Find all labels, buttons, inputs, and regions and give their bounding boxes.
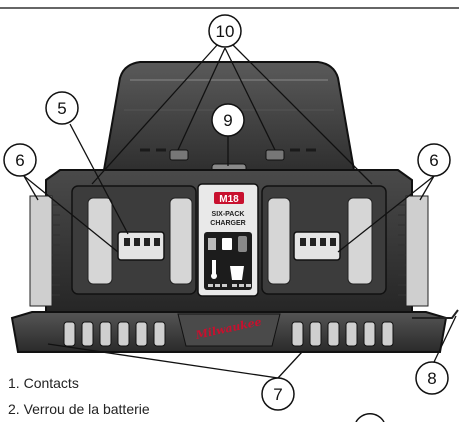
svg-text:6: 6: [15, 151, 24, 170]
legend-label-2: Verrou de la batterie: [23, 401, 150, 417]
svg-text:8: 8: [427, 369, 436, 388]
svg-text:7: 7: [273, 385, 282, 404]
model-line-2: CHARGER: [210, 220, 245, 227]
callout-10: 10: [208, 14, 242, 48]
side-rail-right: [405, 195, 429, 307]
callout-7: 7: [261, 377, 295, 411]
svg-text:9: 9: [223, 111, 232, 130]
legend-number-2: 2.: [8, 401, 20, 417]
temperature-icon: [212, 260, 216, 274]
release-tab-left: [169, 149, 189, 161]
power-cord: [412, 309, 459, 319]
svg-text:10: 10: [216, 22, 235, 41]
bay-slot-left-b: [169, 197, 193, 285]
callout-partial: [355, 413, 385, 422]
base-vents-right: [291, 321, 394, 347]
legend-item-1: 1. Contacts: [8, 375, 79, 391]
release-tab-right: [265, 149, 285, 161]
base-vents-left: [63, 321, 166, 347]
model-line-1: SIX-PACK: [212, 211, 245, 218]
bay-slot-right-b: [347, 197, 373, 285]
leader-lines: [23, 43, 457, 379]
callout-5: 5: [45, 91, 79, 125]
svg-text:5: 5: [57, 99, 66, 118]
model-badge: M18: [219, 194, 239, 205]
base-center-plate: [177, 313, 281, 347]
bay-slot-left-a: [87, 197, 113, 285]
callout-6-right: 6: [417, 143, 451, 177]
callout-8: 8: [415, 361, 449, 395]
bay-slot-right-a: [267, 197, 291, 285]
svg-text:6: 6: [429, 151, 438, 170]
led-row: [208, 284, 251, 287]
pack-icon: [230, 266, 244, 280]
legend-label-1: Contacts: [23, 375, 79, 391]
callout-9: 9: [211, 103, 245, 137]
legend-item-2: 2. Verrou de la batterie: [8, 401, 150, 417]
status-icon-bay: [208, 238, 216, 250]
callout-6-left: 6: [3, 143, 37, 177]
legend-number-1: 1.: [8, 375, 20, 391]
status-icon-battery: [238, 236, 247, 252]
status-icon-lock: [222, 238, 232, 250]
side-rail-left: [29, 195, 53, 307]
model-badge-box: [214, 192, 244, 204]
